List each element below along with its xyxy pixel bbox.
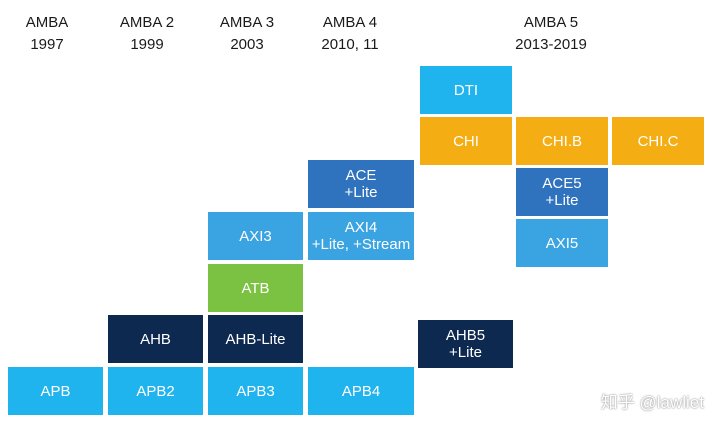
box-ahb-lite: AHB-Lite (208, 315, 303, 363)
box-axi4: AXI4 +Lite, +Stream (308, 212, 414, 260)
box-ace: ACE +Lite (308, 160, 414, 208)
header-amba2: AMBA 2 1999 (97, 12, 197, 56)
box-ahb-label: AHB (140, 330, 171, 348)
box-axi4-line1: AXI4 (344, 219, 378, 236)
box-ahb: AHB (108, 315, 203, 363)
box-apb3-label: APB3 (236, 382, 275, 400)
box-axi4-line2: +Lite, +Stream (311, 236, 411, 253)
header-amba4: AMBA 4 2010, 11 (300, 12, 400, 56)
header-year: 2013-2019 (515, 36, 587, 53)
box-ace-line2: +Lite (344, 184, 378, 201)
box-axi5: AXI5 (516, 219, 608, 267)
header-year: 1999 (130, 36, 164, 53)
box-chi-b-label: CHI.B (541, 132, 582, 150)
box-chi-c-label: CHI.C (637, 132, 679, 150)
box-chi: CHI (420, 117, 512, 165)
box-apb3: APB3 (208, 367, 303, 415)
box-chi-c: CHI.C (612, 117, 704, 165)
header-name: AMBA (25, 14, 69, 31)
box-ace-line1: ACE (345, 167, 377, 184)
box-atb: ATB (208, 264, 303, 312)
box-axi3: AXI3 (208, 212, 303, 260)
box-ace5: ACE5 +Lite (516, 168, 608, 216)
box-apb2: APB2 (108, 367, 203, 415)
box-ahb5-line2: +Lite (449, 344, 482, 361)
header-amba: AMBA 1997 (0, 12, 97, 56)
box-apb2-label: APB2 (136, 382, 175, 400)
box-ace5-line2: +Lite (545, 192, 579, 209)
box-axi3-label: AXI3 (239, 227, 272, 245)
box-atb-label: ATB (241, 279, 270, 297)
header-year: 2010, 11 (321, 36, 379, 53)
header-name: AMBA 3 (219, 14, 275, 31)
header-year: 1997 (30, 36, 64, 53)
box-apb4: APB4 (308, 367, 414, 415)
header-name: AMBA 4 (322, 14, 378, 31)
box-ahb5-line1: AHB5 (445, 327, 486, 344)
box-ahb-lite-label: AHB-Lite (225, 330, 286, 348)
header-name: AMBA 5 (523, 14, 579, 31)
header-year: 2003 (230, 36, 264, 53)
box-dti: DTI (420, 66, 512, 114)
box-apb-label: APB (40, 382, 71, 400)
box-apb4-label: APB4 (341, 382, 381, 400)
box-chi-label: CHI (453, 132, 479, 150)
header-name: AMBA 2 (119, 14, 175, 31)
box-apb: APB (8, 367, 103, 415)
header-amba3: AMBA 3 2003 (197, 12, 297, 56)
watermark: 知乎 @lawliet (600, 393, 704, 412)
box-ace5-line1: ACE5 (542, 175, 582, 192)
box-chi-b: CHI.B (516, 117, 608, 165)
box-dti-label: DTI (453, 81, 479, 99)
header-amba5: AMBA 5 2013-2019 (501, 12, 601, 56)
box-ahb5: AHB5 +Lite (418, 320, 513, 368)
box-axi5-label: AXI5 (545, 234, 579, 252)
